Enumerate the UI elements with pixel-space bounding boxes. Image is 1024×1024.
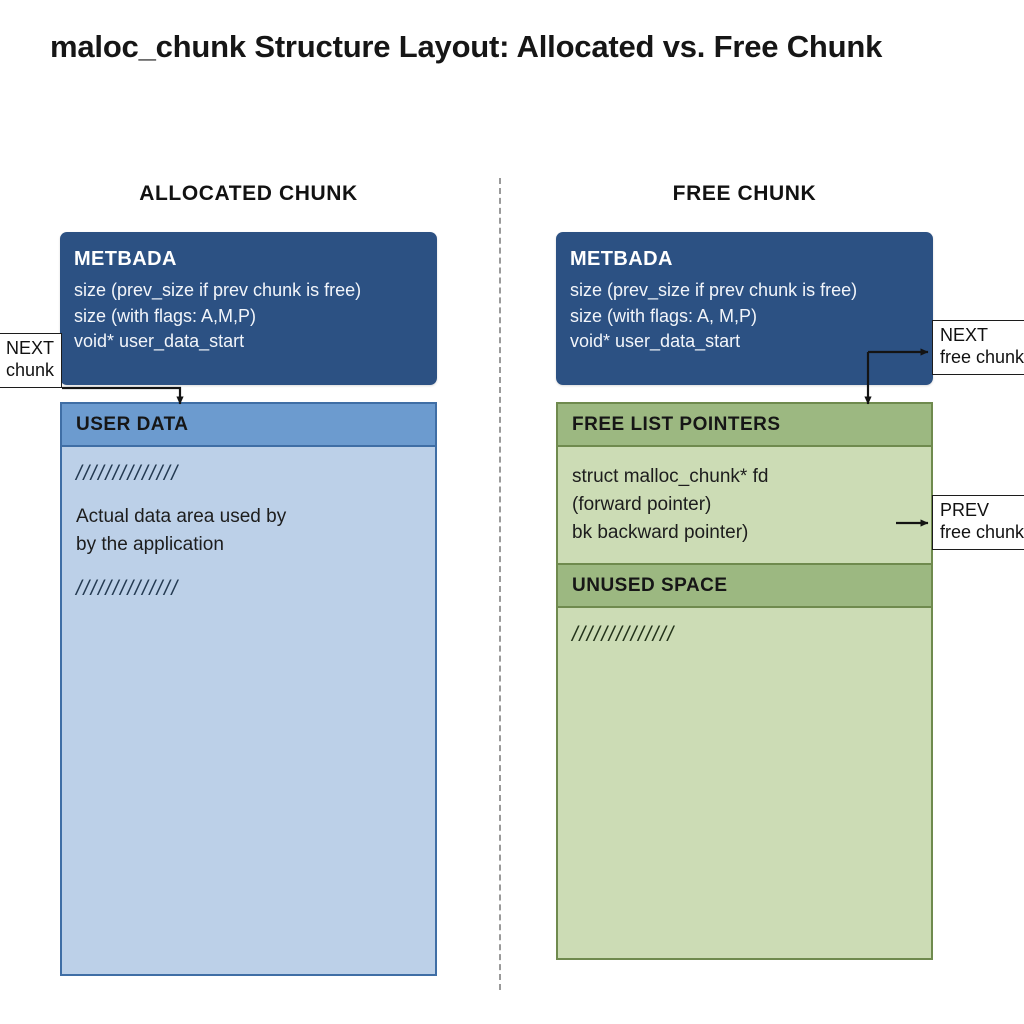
user-data-body: ////////////// Actual data area used by … [62,447,435,613]
allocated-chunk-column: METBADA size (prev_size if prev chunk is… [60,232,437,976]
user-data-spacer-top [76,486,421,503]
user-data-spacer-bottom [76,559,421,576]
user-data-header: USER DATA [62,404,435,447]
unused-space-body: ////////////// [558,608,931,659]
free-list-pointers-line-bk: bk backward pointer) [572,521,749,543]
callout-prev-free-chunk-line-1: PREV [940,500,990,520]
allocated-metadata-block: METBADA size (prev_size if prev chunk is… [60,232,437,385]
callout-next-chunk-line-2: chunk [6,359,55,380]
free-chunk-column: METBADA size (prev_size if prev chunk is… [556,232,933,960]
page-title: maloc_chunk Structure Layout: Allocated … [50,29,883,64]
callout-next-free-chunk-line-2: free chunk [940,346,1024,367]
free-list-pointers-header: FREE LIST POINTERS [558,404,931,447]
callout-next-free-chunk: NEXT free chunk [932,320,1024,375]
callout-prev-free-chunk: PREV free chunk [932,495,1024,550]
user-data-text-line-1: Actual data area used by [76,506,287,528]
free-list-pointers-line-forward: (forward pointer) [572,493,712,515]
user-data-hatch-bottom: ////////////// [76,577,179,601]
unused-space-block: UNUSED SPACE ////////////// [556,564,933,960]
free-metadata-line-user-data-start: void* user_data_start [570,331,741,352]
allocated-metadata-line-size-flags: size (with flags: A,M,P) [74,305,257,326]
column-heading-allocated: ALLOCATED CHUNK [139,182,358,205]
callout-next-chunk-line-1: NEXT [6,338,55,358]
free-metadata-line-prev-size: size (prev_size if prev chunk is free) [570,280,858,300]
free-metadata-line-size-flags: size (with flags: A, M,P) [570,305,758,326]
callout-next-chunk: NEXT chunk [0,333,62,388]
free-list-pointers-line-fd: struct malloc_chunk* fd [572,466,769,487]
allocated-metadata-line-user-data-start: void* user_data_start [74,331,245,352]
free-list-pointers-body: struct malloc_chunk* fd (forward pointer… [558,447,931,563]
user-data-text-line-2: by the application [76,534,224,556]
user-data-block: USER DATA ////////////// Actual data are… [60,402,437,976]
free-metadata-title: METBADA [570,248,673,270]
free-list-pointers-block: FREE LIST POINTERS struct malloc_chunk* … [556,402,933,565]
unused-space-header: UNUSED SPACE [558,564,931,608]
allocated-metadata-title: METBADA [74,248,177,270]
column-heading-free: FREE CHUNK [672,182,817,205]
user-data-hatch-top: ////////////// [76,462,179,485]
allocated-metadata-line-prev-size: size (prev_size if prev chunk is free) [74,280,362,300]
unused-space-hatch: ////////////// [572,622,675,646]
column-divider [499,178,501,990]
callout-prev-free-chunk-line-2: free chunk [940,521,1024,542]
free-metadata-block: METBADA size (prev_size if prev chunk is… [556,232,933,385]
callout-next-free-chunk-line-1: NEXT [940,325,989,345]
